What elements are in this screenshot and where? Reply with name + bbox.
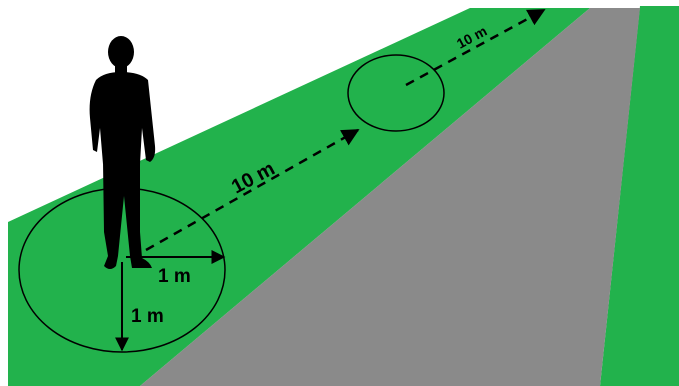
grass-strip — [8, 8, 590, 386]
right-grass-verge — [600, 6, 679, 386]
person-silhouette-icon — [89, 36, 156, 269]
distance-arrow-first — [145, 128, 360, 252]
road — [140, 8, 640, 386]
distance-arrow-second — [405, 8, 546, 87]
radius-label-horizontal: 1 m — [158, 266, 191, 287]
radius-label-vertical: 1 m — [131, 306, 164, 327]
sampling-circle-far — [347, 54, 445, 132]
